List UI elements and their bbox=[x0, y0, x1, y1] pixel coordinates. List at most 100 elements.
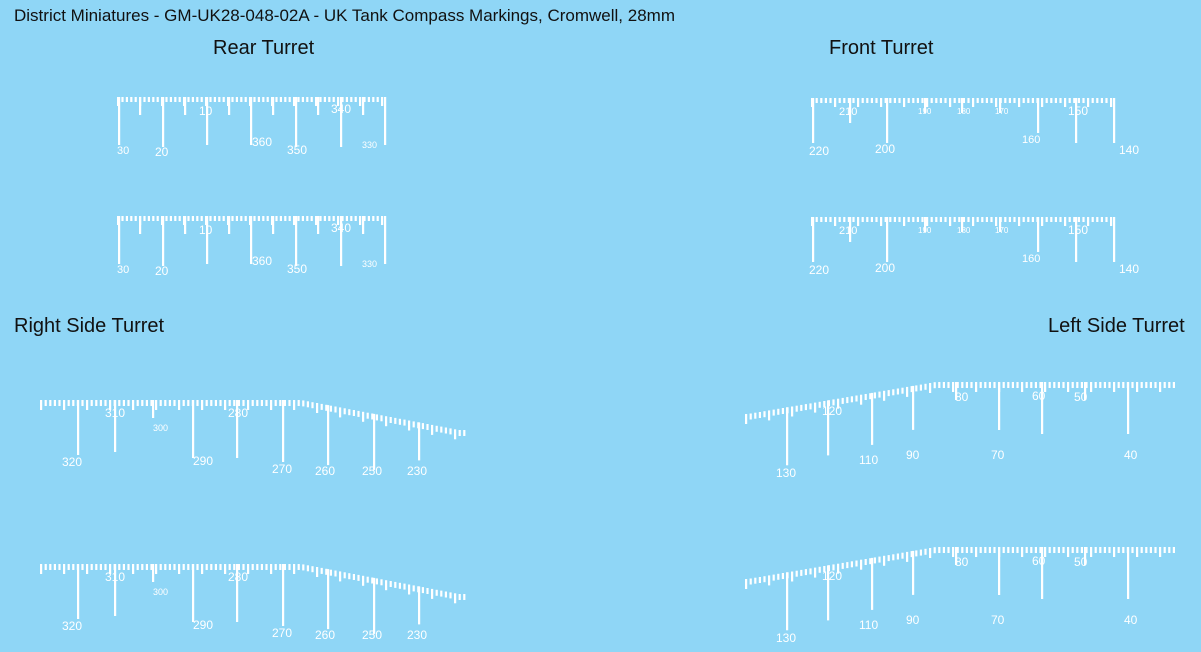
minor-tick bbox=[933, 547, 936, 554]
minor-tick bbox=[435, 589, 438, 596]
minor-tick bbox=[385, 416, 388, 427]
minor-tick bbox=[1140, 382, 1143, 388]
minor-tick bbox=[214, 400, 217, 406]
minor-tick bbox=[1168, 547, 1171, 553]
minor-tick bbox=[832, 564, 835, 571]
minor-tick bbox=[1057, 382, 1060, 388]
minor-tick bbox=[1071, 547, 1074, 553]
minor-tick bbox=[109, 400, 112, 410]
minor-tick bbox=[893, 217, 896, 222]
minor-tick bbox=[841, 397, 844, 404]
major-tick bbox=[418, 586, 421, 625]
minor-tick bbox=[363, 97, 366, 102]
minor-tick bbox=[1076, 382, 1079, 388]
minor-tick bbox=[855, 395, 858, 402]
minor-tick bbox=[823, 566, 826, 572]
minor-tick bbox=[1059, 217, 1062, 222]
minor-tick bbox=[949, 98, 952, 107]
major-tick bbox=[999, 98, 1002, 113]
minor-tick bbox=[81, 400, 84, 406]
minor-tick bbox=[777, 408, 780, 415]
minor-tick bbox=[1085, 547, 1088, 553]
minor-tick bbox=[880, 98, 883, 107]
minor-tick bbox=[944, 217, 947, 222]
minor-tick bbox=[1053, 382, 1056, 388]
minor-tick bbox=[376, 97, 379, 102]
minor-tick bbox=[935, 217, 938, 222]
minor-tick bbox=[359, 97, 362, 106]
minor-tick bbox=[99, 564, 102, 570]
minor-tick bbox=[930, 217, 933, 222]
minor-tick bbox=[435, 425, 438, 432]
minor-tick bbox=[1067, 547, 1070, 557]
minor-tick bbox=[758, 412, 761, 418]
minor-tick bbox=[350, 216, 353, 221]
major-tick bbox=[1084, 382, 1087, 400]
minor-tick bbox=[1122, 382, 1125, 388]
minor-tick bbox=[855, 560, 858, 567]
minor-tick bbox=[343, 408, 346, 415]
minor-tick bbox=[745, 579, 748, 589]
minor-tick bbox=[1044, 547, 1047, 557]
minor-tick bbox=[196, 564, 199, 570]
minor-tick bbox=[118, 400, 121, 406]
compass-degree-label: 270 bbox=[272, 626, 292, 640]
minor-tick bbox=[348, 573, 351, 580]
minor-tick bbox=[165, 97, 168, 102]
minor-tick bbox=[412, 585, 415, 592]
compass-degree-label: 80 bbox=[955, 390, 969, 404]
major-tick bbox=[250, 97, 253, 145]
major-tick bbox=[812, 217, 815, 262]
minor-tick bbox=[224, 564, 227, 574]
minor-tick bbox=[1068, 217, 1071, 222]
minor-tick bbox=[870, 217, 873, 222]
minor-tick bbox=[345, 97, 348, 102]
minor-tick bbox=[247, 400, 250, 410]
minor-tick bbox=[1016, 382, 1019, 388]
minor-tick bbox=[763, 411, 766, 418]
minor-tick bbox=[306, 565, 309, 572]
minor-tick bbox=[1172, 547, 1175, 553]
minor-tick bbox=[463, 430, 466, 436]
minor-tick bbox=[781, 573, 784, 579]
minor-tick bbox=[122, 564, 125, 570]
minor-tick bbox=[1030, 547, 1033, 553]
major-tick bbox=[152, 564, 155, 582]
minor-tick bbox=[288, 400, 291, 406]
compass-degree-label: 250 bbox=[362, 464, 382, 478]
minor-tick bbox=[1011, 382, 1014, 388]
minor-tick bbox=[265, 564, 268, 570]
minor-tick bbox=[814, 567, 817, 578]
minor-tick bbox=[266, 216, 269, 221]
compass-degree-label: 20 bbox=[155, 264, 169, 278]
minor-tick bbox=[979, 382, 982, 388]
minor-tick bbox=[1122, 547, 1125, 553]
minor-tick bbox=[109, 564, 112, 574]
minor-tick bbox=[1018, 98, 1021, 107]
minor-tick bbox=[178, 564, 181, 574]
minor-tick bbox=[1041, 98, 1044, 107]
minor-tick bbox=[1110, 98, 1113, 107]
minor-tick bbox=[1064, 98, 1067, 107]
compass-degree-label: 160 bbox=[1022, 134, 1040, 146]
minor-tick bbox=[191, 216, 194, 221]
minor-tick bbox=[958, 98, 961, 103]
minor-tick bbox=[892, 389, 895, 396]
minor-tick bbox=[219, 564, 222, 570]
minor-tick bbox=[155, 400, 158, 410]
minor-tick bbox=[95, 400, 98, 406]
minor-tick bbox=[408, 420, 411, 431]
minor-tick bbox=[1117, 382, 1120, 388]
minor-tick bbox=[1149, 382, 1152, 388]
major-tick bbox=[849, 98, 852, 123]
minor-tick bbox=[279, 400, 282, 406]
minor-tick bbox=[804, 404, 807, 411]
minor-tick bbox=[1117, 547, 1120, 553]
minor-tick bbox=[147, 97, 150, 102]
minor-tick bbox=[818, 566, 821, 573]
minor-tick bbox=[178, 216, 181, 221]
